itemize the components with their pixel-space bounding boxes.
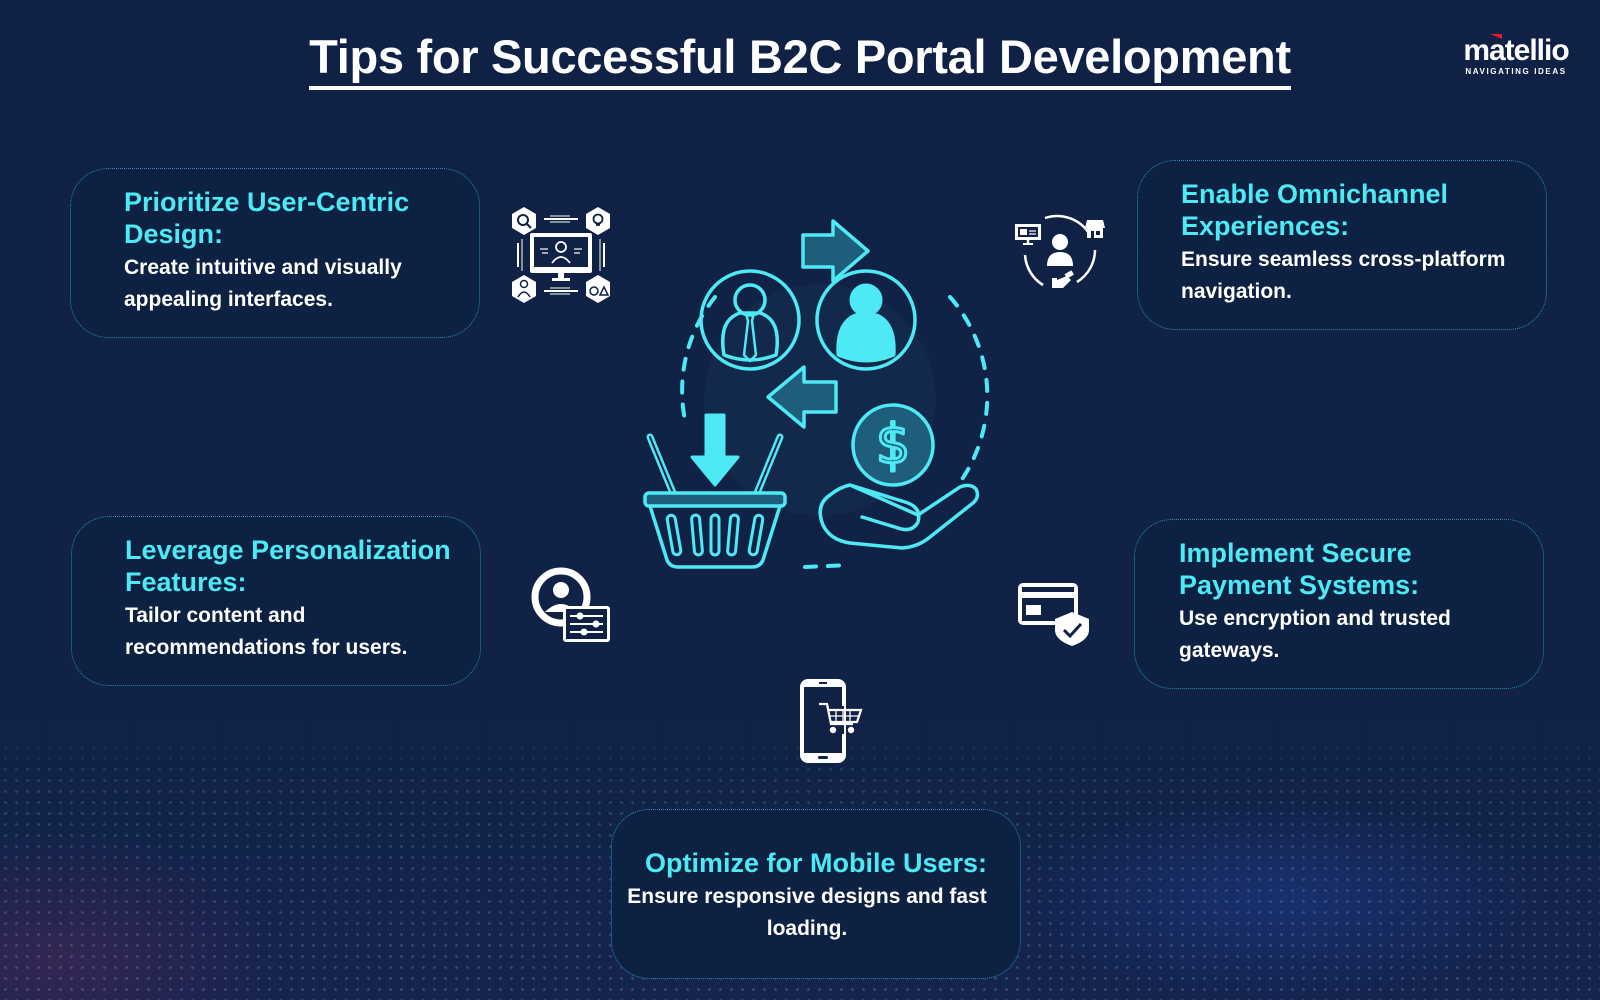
tip-heading: Prioritize User-Centric Design: xyxy=(124,187,410,249)
tip-description: Create intuitive and visually appealing … xyxy=(124,256,402,311)
customer-circle xyxy=(815,269,917,371)
dashed-arc-right xyxy=(948,295,990,487)
tip-card-personalization: Leverage Personalization Features: Tailo… xyxy=(71,516,481,686)
tip-heading: Enable Omnichannel Experiences: xyxy=(1181,179,1449,241)
business-person-circle xyxy=(699,269,801,371)
tip-card-mobile: Optimize for Mobile Users: Ensure respon… xyxy=(611,809,1021,979)
dashed-arc-left xyxy=(680,295,717,422)
dollar-coin xyxy=(851,403,935,487)
page-title: Tips for Successful B2C Portal Developme… xyxy=(0,30,1600,90)
hand xyxy=(818,483,980,550)
tip-heading: Leverage Personalization Features: xyxy=(125,535,451,597)
basket-body xyxy=(648,504,782,569)
user-centric-design-icon xyxy=(512,207,610,303)
mobile-cart-icon xyxy=(800,679,863,763)
omnichannel-icon xyxy=(1015,214,1105,288)
personalization-icon xyxy=(531,567,610,642)
tip-card-secure-payment: Implement Secure Payment Systems: Use en… xyxy=(1134,519,1544,689)
logo-accent-mark xyxy=(1490,34,1502,39)
tip-description: Ensure responsive designs and fast loadi… xyxy=(627,885,987,940)
down-arrow xyxy=(690,413,740,487)
tip-description: Tailor content and recommendations for u… xyxy=(125,604,408,659)
tip-heading: Implement Secure Payment Systems: xyxy=(1179,538,1420,600)
left-arrow xyxy=(766,365,838,429)
svg-text:$: $ xyxy=(876,413,910,476)
tip-card-user-centric-design: Prioritize User-Centric Design: Create i… xyxy=(70,168,480,338)
secure-payment-icon xyxy=(1018,583,1089,646)
tip-heading: Optimize for Mobile Users: xyxy=(644,848,988,878)
matellio-logo: matellio NAVIGATING IDEAS xyxy=(1463,34,1570,76)
basket-rim xyxy=(643,491,787,508)
tip-description: Use encryption and trusted gateways. xyxy=(1179,607,1451,662)
b2c-commerce-cycle-icon: $ xyxy=(643,219,990,569)
right-arrow xyxy=(801,219,870,283)
tip-description: Ensure seamless cross-platform navigatio… xyxy=(1181,248,1506,303)
tip-card-omnichannel: Enable Omnichannel Experiences: Ensure s… xyxy=(1137,160,1547,330)
